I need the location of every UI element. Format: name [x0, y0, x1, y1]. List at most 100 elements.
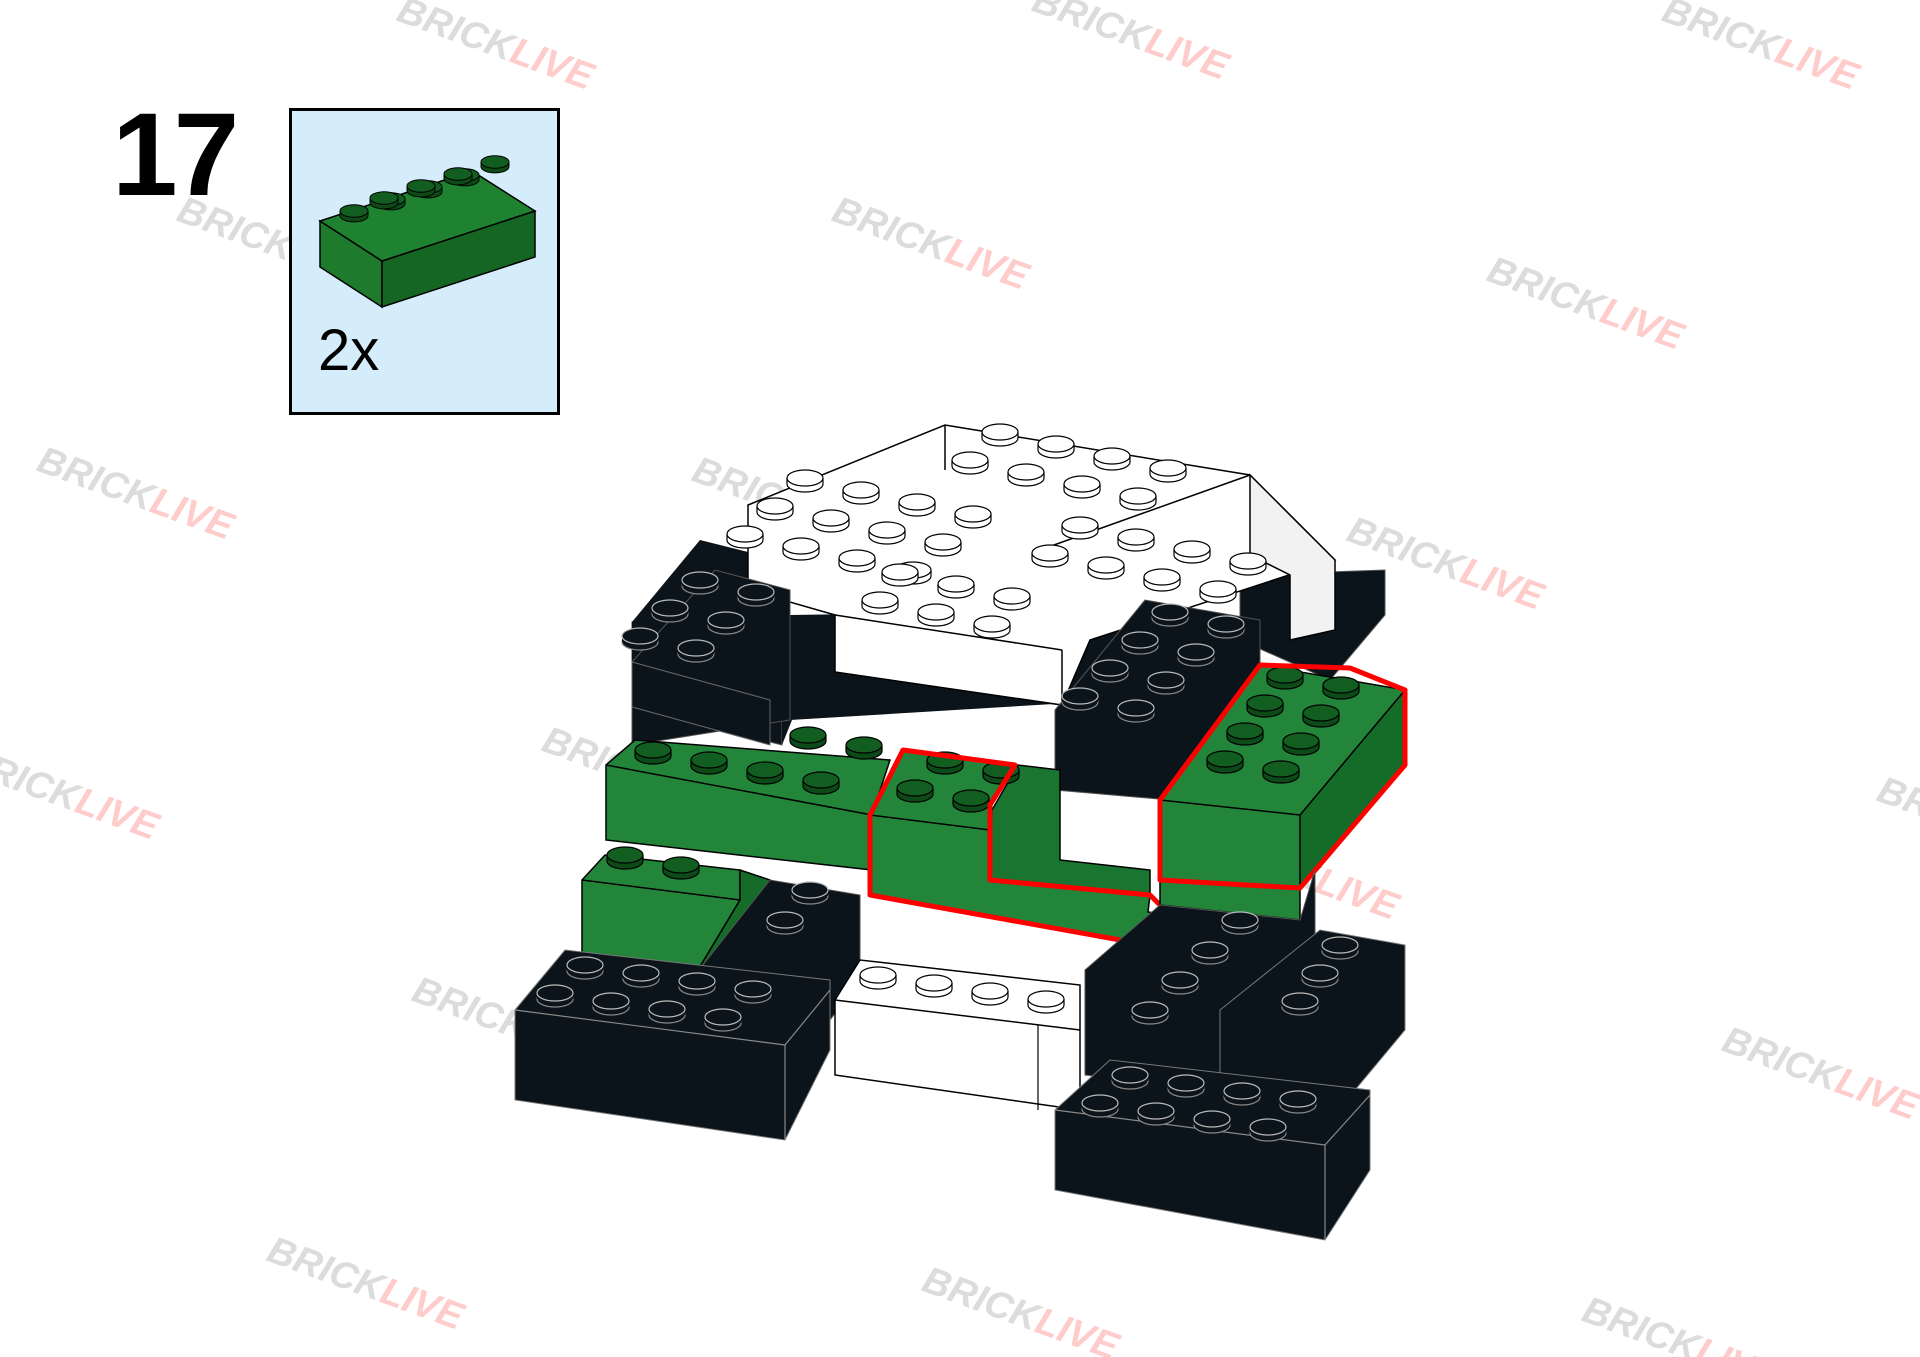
- brick-stud: [1151, 603, 1189, 627]
- brick-stud: [1063, 475, 1101, 499]
- brick-stud: [1117, 699, 1155, 723]
- brick-stud: [1081, 1094, 1119, 1118]
- brick-stud: [707, 611, 745, 635]
- black-brick-bottom-right: [1054, 1059, 1371, 1241]
- brick-stud: [1249, 1118, 1287, 1142]
- step-number: 17: [112, 89, 239, 221]
- brick-stud: [536, 984, 574, 1008]
- brick-stud: [1061, 687, 1099, 711]
- brick-stud: [845, 736, 883, 760]
- brick-stud: [881, 563, 919, 587]
- brick-stud: [924, 533, 962, 557]
- brick-stud: [1199, 580, 1237, 604]
- brick-stud: [1131, 1001, 1169, 1025]
- brick-stud: [973, 615, 1011, 639]
- brick-stud: [726, 525, 764, 549]
- brick-stud: [951, 451, 989, 475]
- brick-stud: [704, 1008, 742, 1032]
- brick-stud: [662, 856, 700, 880]
- brick-stud: [1223, 1082, 1261, 1106]
- brick-stud: [981, 423, 1019, 447]
- brick-stud: [789, 726, 827, 750]
- brick-stud: [1246, 694, 1284, 718]
- black-brick-mid-left: [621, 569, 791, 746]
- brick-stud: [1302, 704, 1340, 728]
- brick-stud: [734, 980, 772, 1004]
- brick-stud: [1027, 990, 1065, 1014]
- brick-stud: [937, 575, 975, 599]
- brick-stud: [812, 509, 850, 533]
- brick-stud: [782, 537, 820, 561]
- brick-stud: [1226, 722, 1264, 746]
- brick-stud: [952, 789, 990, 813]
- brick-stud: [868, 521, 906, 545]
- brick-stud: [634, 741, 672, 765]
- brick-stud: [1119, 487, 1157, 511]
- brick-stud: [1031, 544, 1069, 568]
- brick-stud: [1161, 971, 1199, 995]
- brick-stud: [1266, 666, 1304, 690]
- brick-stud: [1117, 528, 1155, 552]
- brick-stud: [1207, 615, 1245, 639]
- brick-stud: [1301, 964, 1339, 988]
- brick-stud: [1229, 552, 1267, 576]
- part-quantity: 2x: [318, 318, 380, 383]
- brick-stud: [1037, 435, 1075, 459]
- brick-stud: [1279, 1090, 1317, 1114]
- brick-stud: [1121, 631, 1159, 655]
- brick-stud: [1167, 1074, 1205, 1098]
- white-brick-bottom: [834, 959, 1081, 1111]
- brick-stud: [859, 966, 897, 990]
- brick-stud: [1143, 568, 1181, 592]
- green-brick-2x4-icon: [318, 155, 537, 309]
- brick-stud: [786, 469, 824, 493]
- brick-stud: [1282, 732, 1320, 756]
- brick-stud: [1321, 936, 1359, 960]
- brick-stud: [1007, 463, 1045, 487]
- brick-stud: [1093, 447, 1131, 471]
- brick-stud: [1149, 459, 1187, 483]
- brick-stud: [1111, 1066, 1149, 1090]
- brick-stud: [622, 964, 660, 988]
- brick-stud: [651, 599, 689, 623]
- new-part-highlight-right: [1157, 662, 1408, 891]
- green-brick-new-center: [867, 747, 1173, 948]
- brick-stud: [915, 974, 953, 998]
- brick-stud: [678, 972, 716, 996]
- brick-stud: [737, 583, 775, 607]
- brick-stud: [648, 1000, 686, 1024]
- brick-stud: [791, 881, 829, 905]
- brick-stud: [896, 779, 934, 803]
- brick-stud: [1147, 671, 1185, 695]
- brick-stud: [1262, 760, 1300, 784]
- brick-stud: [1322, 676, 1360, 700]
- brick-stud: [971, 982, 1009, 1006]
- brick-stud: [898, 493, 936, 517]
- green-brick-left-front: [581, 846, 772, 976]
- brick-stud: [1061, 516, 1099, 540]
- brick-stud: [606, 846, 644, 870]
- brick-stud: [917, 603, 955, 627]
- parts-callout: 2x: [289, 108, 560, 415]
- brick-stud: [838, 549, 876, 573]
- brick-stud: [1206, 750, 1244, 774]
- brick-stud: [592, 992, 630, 1016]
- brick-stud: [1173, 540, 1211, 564]
- brick-stud: [1137, 1102, 1175, 1126]
- brick-stud: [621, 627, 659, 651]
- brick-stud: [954, 505, 992, 529]
- brick-stud: [861, 591, 899, 615]
- brick-stud: [746, 761, 784, 785]
- brick-stud: [1193, 1110, 1231, 1134]
- green-brick-new-right: [1157, 662, 1408, 921]
- brick-stud: [1091, 659, 1129, 683]
- brick-stud: [1221, 911, 1259, 935]
- brick-stud: [566, 956, 604, 980]
- brick-stud: [681, 571, 719, 595]
- black-brick-bottom-left: [514, 949, 831, 1141]
- brick-stud: [766, 911, 804, 935]
- brick-stud: [802, 771, 840, 795]
- brick-stud: [1177, 643, 1215, 667]
- green-brick-left-long: [605, 726, 892, 871]
